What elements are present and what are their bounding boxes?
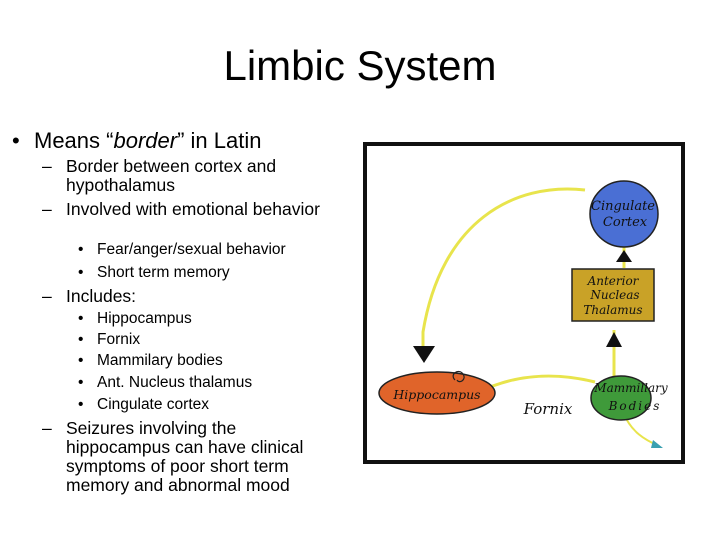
limbic-diagram: Cingulate Cortex Anterior Nucleas Thalam…	[363, 142, 685, 464]
sub-bullet-text: Seizures involving the hippocampus can h…	[66, 418, 304, 495]
anterior-label-line3: Thalamus	[583, 303, 642, 317]
pathway-arrowhead-thalamus	[606, 332, 622, 347]
mammillary-bodies-node	[590, 375, 652, 421]
mammillary-label-line2: Bodies	[608, 399, 662, 413]
bullet-dot: •	[78, 331, 84, 348]
pathway-arrowhead-cingulate	[616, 250, 632, 262]
bullet-dot: •	[78, 396, 84, 413]
sub-bullet-text: Includes:	[66, 286, 137, 306]
sub-bullet-seizures: – Seizures involving the hippocampus can…	[42, 419, 332, 495]
anterior-label-line2: Nucleas	[589, 288, 639, 302]
pathway-mammillary-tail-arrow	[651, 440, 663, 448]
sub-bullet-includes: – Includes:	[42, 287, 332, 306]
bullet-dot: •	[78, 264, 84, 281]
anterior-label-line1: Anterior	[587, 274, 640, 288]
bullet-dot: •	[78, 310, 84, 327]
fornix-label: Fornix	[523, 400, 573, 418]
bullet-text-italic: border	[113, 128, 178, 153]
cingulate-label-line2: Cortex	[603, 215, 648, 230]
pathway-fornix	[482, 374, 596, 392]
bullet-text-before: Means “	[34, 128, 114, 153]
bullet-dot: •	[78, 241, 84, 258]
dash: –	[42, 156, 52, 176]
sub-bullet-text: Involved with emotional behavior	[66, 199, 320, 219]
hippocampus-node	[378, 371, 496, 415]
mammillary-label-line1: Mammillary	[593, 381, 668, 395]
anterior-nucleus-node	[571, 268, 655, 322]
pathway-cingulate-to-hippocampus	[421, 187, 586, 347]
sub-bullet-emotional: – Involved with emotional behavior	[42, 200, 332, 219]
cingulate-cortex-node	[589, 180, 659, 248]
dash: –	[42, 199, 52, 219]
sub-bullet-border: – Border between cortex and hypothalamus	[42, 157, 332, 195]
dash: –	[42, 286, 52, 306]
pathway-arrowhead-hippocampus	[413, 346, 435, 363]
hippocampus-label: Hippocampus	[392, 387, 480, 402]
sub-bullet-text: Border between cortex and hypothalamus	[66, 156, 277, 195]
bullet-dot: •	[78, 352, 84, 369]
hippocampus-curl-icon	[452, 370, 465, 383]
dash: –	[42, 418, 52, 438]
slide-title: Limbic System	[223, 42, 497, 89]
bullet-dot: •	[78, 374, 84, 391]
cingulate-label-line1: Cingulate	[591, 199, 655, 214]
bullet-dot: •	[12, 128, 20, 153]
bullet-text-after: ” in Latin	[177, 128, 262, 153]
